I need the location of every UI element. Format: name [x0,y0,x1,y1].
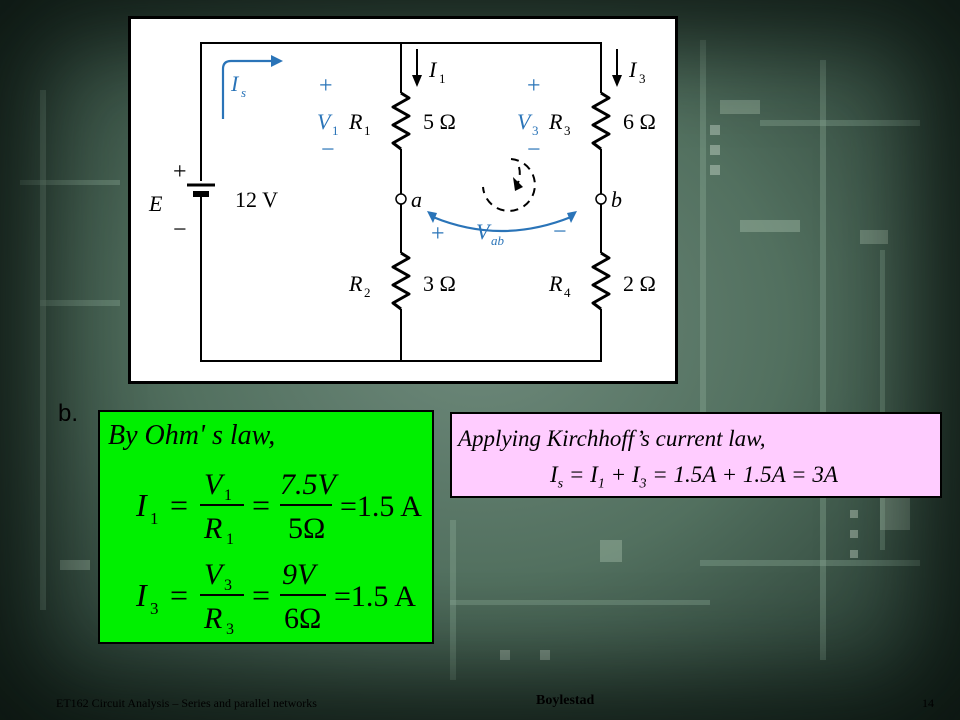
i1-label: I [428,57,438,82]
circuit-diagram: I s I 1 I 3 + V 1 − R 1 5 Ω + V 3 − R 3 … [128,16,678,384]
is-subscript: s [241,85,246,100]
eq1-lhs-sub: 1 [150,509,159,528]
kcl-is-sub: s [557,476,564,492]
eq2-den1: R [203,602,222,635]
v1-plus: + [319,73,333,99]
eq2-den2: 6Ω [284,602,321,635]
r3-value: 6 Ω [623,109,656,134]
r2-value: 3 Ω [423,271,456,296]
footer-page-number: 14 [922,696,934,710]
node-b-label: b [611,187,622,212]
eq1-num1-sub: 1 [224,487,232,504]
ohm-heading: By Ohm' s law, [108,420,275,451]
eq2-lhs: I [135,577,148,613]
kcl-eq-part3: = 1.5A + 1.5A = 3A [646,462,838,487]
eq1-num2: 7.5V [280,468,340,501]
i3-subscript: 3 [639,71,646,86]
ohm-law-box: By Ohm' s law, I 1 = V 1 R 1 = 7.5V 5Ω =… [98,410,434,644]
r1-subscript: 1 [364,123,371,138]
eq1-den1-sub: 1 [226,531,234,548]
node-a-label: a [411,187,422,212]
source-minus: − [173,217,187,243]
eq2-den1-sub: 3 [226,621,234,638]
source-name: E [148,191,163,216]
eq2-lhs-sub: 3 [150,599,159,618]
battery-symbol [187,181,217,197]
kcl-box: Applying Kirchhoff’s current law, Is = I… [450,412,942,498]
eq1-result: =1.5 A [340,490,422,523]
ohm-equation-2: I 3 = V 3 R 3 = 9V 6Ω =1.5 A [135,558,416,638]
v3-subscript: 3 [532,123,539,138]
current-i1-arrow [412,49,422,87]
v1-minus: − [321,137,335,163]
v3-label: V [517,109,533,134]
r2-label: R [348,271,363,296]
loop-direction-arrow [482,158,536,212]
r4-label: R [548,271,563,296]
eq2-num1: V [204,558,226,591]
eq2-result: =1.5 A [334,580,416,613]
current-is-arrow [221,55,283,119]
current-i3-arrow [612,49,622,87]
kcl-equation: Is = I1 + I3 = 1.5A + 1.5A = 3A [550,462,838,493]
vab-arrow [427,211,577,233]
eq2-num1-sub: 3 [224,577,232,594]
vab-label: V [476,219,492,244]
svg-text:=: = [170,487,188,523]
v1-subscript: 1 [332,123,339,138]
v1-label: V [317,109,333,134]
svg-text:=: = [252,577,270,613]
r4-value: 2 Ω [623,271,656,296]
eq2-num2: 9V [282,558,319,591]
svg-text:=: = [252,487,270,523]
r1-label: R [348,109,363,134]
kcl-i1-sub: 1 [597,476,605,492]
r3-label: R [548,109,563,134]
source-value: 12 V [235,187,278,212]
r4-subscript: 4 [564,285,571,300]
footer-course-title: ET162 Circuit Analysis – Series and para… [56,696,317,710]
i3-label: I [628,57,638,82]
eq1-den1: R [203,512,222,545]
v3-plus: + [527,73,541,99]
is-label: I [230,71,240,96]
i1-subscript: 1 [439,71,446,86]
eq1-num1: V [204,468,226,501]
node-b-dot [595,193,607,205]
eq1-lhs: I [135,487,148,523]
node-a-dot [395,193,407,205]
vab-minus: − [553,219,567,245]
kcl-eq-part1: = I [563,462,598,487]
part-label: b. [58,400,79,427]
vab-plus: + [431,221,445,247]
r2-subscript: 2 [364,285,371,300]
v3-minus: − [527,137,541,163]
kcl-eq-part2: + I [604,462,640,487]
footer-author: Boylestad [536,693,595,708]
kcl-heading: Applying Kirchhoff’s current law, [458,426,766,451]
svg-text:=: = [170,577,188,613]
ohm-equation-1: I 1 = V 1 R 1 = 7.5V 5Ω =1.5 A [135,468,422,548]
vab-subscript: ab [491,233,505,248]
kcl-is: I [550,462,558,487]
r1-value: 5 Ω [423,109,456,134]
source-plus: + [173,159,187,185]
eq1-den2: 5Ω [288,512,325,545]
r3-subscript: 3 [564,123,571,138]
kcl-i3-sub: 3 [639,476,647,492]
